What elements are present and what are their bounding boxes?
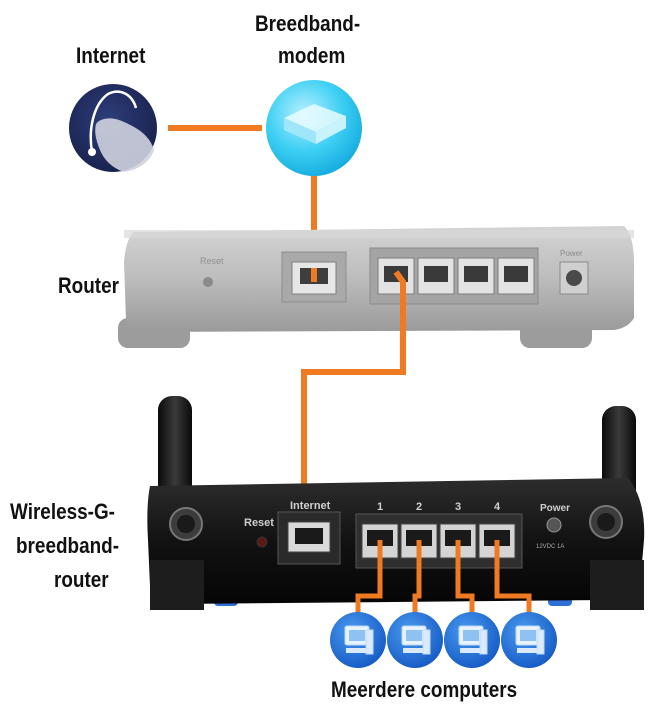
- power-jack[interactable]: [546, 517, 562, 533]
- computer-icon: [444, 612, 500, 668]
- modem-label-line2: modem: [278, 43, 346, 68]
- svg-text:Reset: Reset: [200, 256, 224, 266]
- computer-cable: [494, 540, 532, 614]
- computers-label: Meerdere computers: [331, 677, 518, 702]
- internet-globe-icon: [69, 84, 157, 172]
- cable-router-wireless: [301, 270, 406, 510]
- computer-icon: [387, 612, 443, 668]
- reset-button[interactable]: [256, 536, 268, 548]
- modem-icon: [266, 80, 362, 176]
- internet-port-label: Internet: [290, 500, 331, 512]
- router-label: Router: [58, 273, 119, 298]
- computer-cable: [355, 540, 383, 614]
- lan-port-label: 2: [416, 501, 422, 513]
- wireless-router-rear-panel: Reset Internet 1 2 3 4 Power 12VDC 1A: [147, 396, 645, 610]
- old-router-power-label: Power: [560, 249, 583, 258]
- computers-group: [330, 612, 557, 668]
- wireless-router-label-line3: router: [54, 567, 109, 592]
- computer-icon: [330, 612, 386, 668]
- internet-label: Internet: [76, 43, 146, 68]
- wireless-router-label-line1: Wireless-G-: [10, 499, 115, 524]
- computer-cables: [355, 540, 532, 614]
- left-antenna: [158, 396, 192, 514]
- power-label: Power: [540, 503, 570, 514]
- computer-cable: [455, 540, 475, 614]
- reset-label: Reset: [244, 517, 274, 529]
- computer-cable: [412, 540, 422, 614]
- computer-icon: [501, 612, 557, 668]
- lan-port-label: 3: [455, 501, 461, 513]
- modem-label-line1: Breedband-: [255, 11, 361, 36]
- lan-port-label: 1: [377, 501, 383, 513]
- router-rear-panel: Reset Power: [118, 226, 634, 348]
- wireless-router-label-line2: breedband-: [16, 533, 120, 558]
- power-rating-label: 12VDC 1A: [536, 544, 564, 550]
- lan-port-label: 4: [494, 501, 501, 513]
